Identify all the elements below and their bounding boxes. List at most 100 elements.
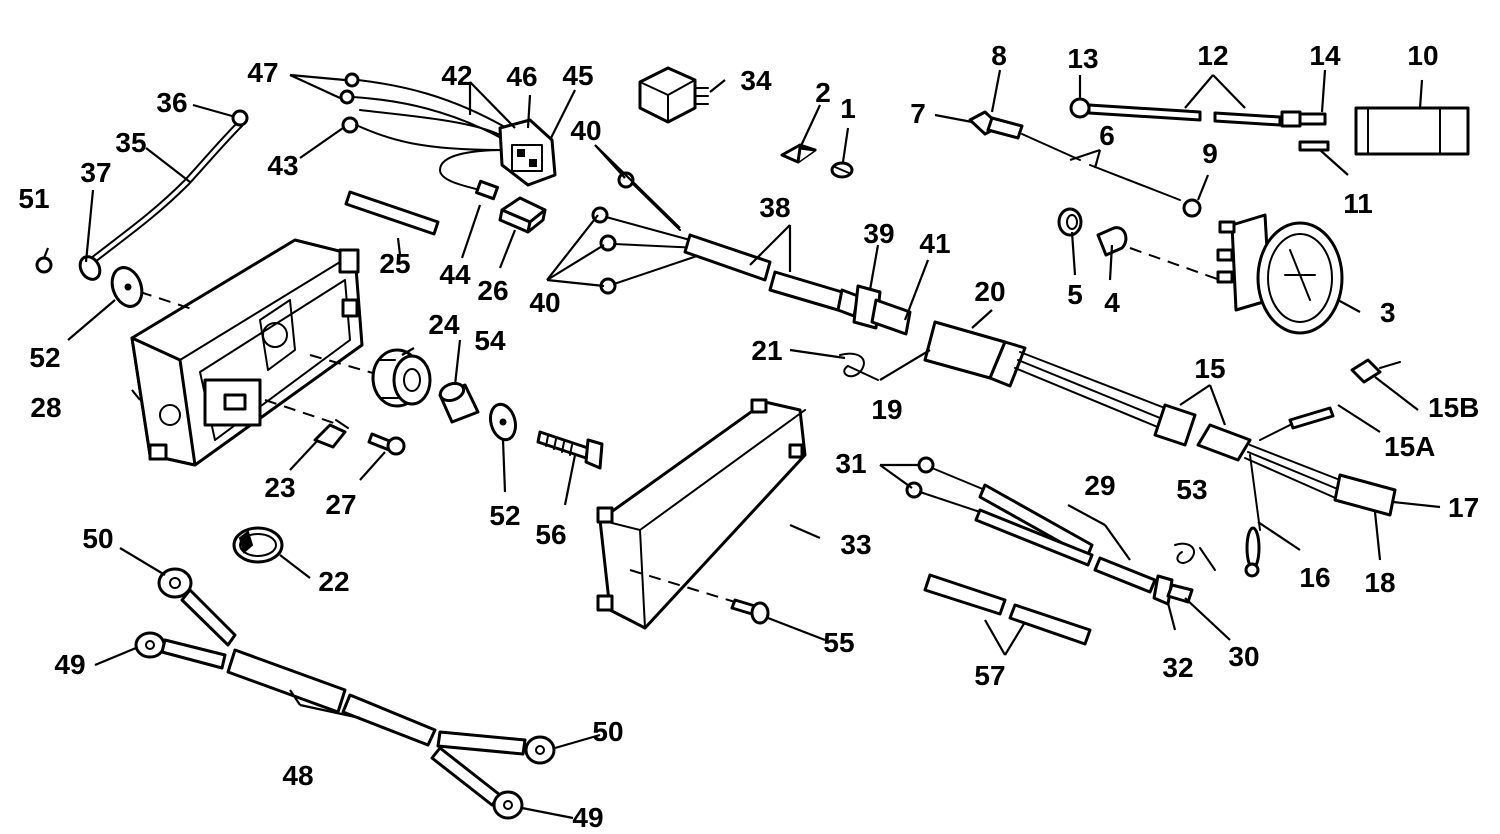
callout-1: 1 — [840, 93, 856, 124]
callout-27: 27 — [325, 489, 356, 520]
clip-21 — [839, 352, 879, 381]
callout-54: 54 — [474, 325, 506, 356]
wiring-harness-42 — [339, 72, 557, 201]
dashed-guide-box-23 — [264, 399, 341, 426]
lead-29 — [905, 456, 1194, 606]
callout-11: 11 — [1343, 188, 1373, 219]
dashed-guide-box-24 — [309, 354, 381, 376]
callout-18: 18 — [1364, 567, 1395, 598]
module-33 — [596, 398, 807, 630]
main-harness-20 — [923, 320, 1401, 578]
callout-3: 3 — [1380, 297, 1396, 328]
callout-29: 29 — [1084, 470, 1115, 501]
callout-labels: 1 2 3 4 5 6 7 8 9 10 11 12 13 14 15 15A … — [18, 40, 1479, 833]
washer-52-right — [489, 402, 517, 442]
clamp-22 — [232, 526, 284, 564]
callout-17: 17 — [1448, 492, 1479, 523]
callout-42: 42 — [441, 60, 472, 91]
callout-5: 5 — [1067, 279, 1083, 310]
callout-40-upper: 40 — [570, 115, 601, 146]
callout-7: 7 — [910, 98, 926, 129]
callout-31: 31 — [835, 448, 866, 479]
relay-34 — [638, 66, 709, 124]
callout-26: 26 — [477, 275, 508, 306]
callout-57: 57 — [974, 660, 1005, 691]
screw-27 — [367, 432, 406, 456]
callout-56: 56 — [535, 519, 566, 550]
callout-40-lower: 40 — [529, 287, 560, 318]
callout-53: 53 — [1176, 474, 1207, 505]
callout-52-left: 52 — [29, 342, 60, 373]
connector-10 — [1354, 106, 1470, 156]
callout-22: 22 — [318, 566, 349, 597]
callout-51: 51 — [18, 183, 49, 214]
callout-49-left: 49 — [54, 649, 85, 680]
electrical-box-28 — [130, 238, 364, 467]
gauge-3 — [1216, 213, 1344, 335]
bolt-56 — [536, 430, 604, 470]
grommet-24 — [371, 348, 432, 408]
callout-50-right: 50 — [592, 716, 623, 747]
callout-2: 2 — [815, 77, 831, 108]
callout-19: 19 — [871, 394, 902, 425]
callout-25: 25 — [379, 248, 410, 279]
callout-30: 30 — [1228, 641, 1259, 672]
dashed-guide-33-55 — [629, 569, 736, 603]
screw-1 — [830, 161, 854, 179]
callout-38: 38 — [759, 192, 790, 223]
callout-9: 9 — [1202, 138, 1218, 169]
dashed-guide-52-box — [139, 291, 196, 311]
callout-6: 6 — [1099, 120, 1115, 151]
bulb-4 — [1096, 226, 1128, 257]
callout-21: 21 — [751, 335, 782, 366]
callout-52-right: 52 — [489, 500, 520, 531]
callout-50-left: 50 — [82, 523, 113, 554]
callout-12: 12 — [1197, 40, 1228, 71]
callout-15B: 15B — [1428, 392, 1479, 423]
callout-35: 35 — [115, 127, 146, 158]
callout-24: 24 — [428, 309, 460, 340]
washer-52-left — [110, 266, 144, 308]
pin-11 — [1298, 140, 1330, 152]
screw-55 — [730, 598, 770, 625]
clip-23 — [313, 419, 349, 449]
callout-43: 43 — [267, 150, 298, 181]
callout-20: 20 — [974, 276, 1005, 307]
callout-23: 23 — [264, 472, 295, 503]
lead-6 — [968, 110, 1202, 218]
callout-15A: 15A — [1384, 431, 1435, 462]
callout-46: 46 — [506, 61, 537, 92]
callout-44: 44 — [439, 259, 471, 290]
callout-36: 36 — [156, 87, 187, 118]
callout-33: 33 — [840, 529, 871, 560]
battery-cable-48 — [134, 567, 556, 820]
callout-13: 13 — [1067, 43, 1098, 74]
callout-14: 14 — [1309, 40, 1341, 71]
callout-55: 55 — [823, 627, 854, 658]
lead-12 — [1069, 97, 1327, 128]
nut-51 — [35, 256, 53, 274]
socket-5 — [1057, 207, 1083, 237]
callout-37: 37 — [80, 157, 111, 188]
callout-10: 10 — [1407, 40, 1438, 71]
callout-15: 15 — [1194, 353, 1225, 384]
wiring-harness-38 — [591, 171, 912, 336]
callout-8: 8 — [991, 40, 1007, 71]
callout-4: 4 — [1104, 287, 1120, 318]
ground-strap-35 — [78, 109, 249, 281]
callout-47: 47 — [247, 57, 278, 88]
callout-16: 16 — [1299, 562, 1330, 593]
callout-45: 45 — [562, 60, 593, 91]
dashed-guide-4-3 — [1129, 247, 1221, 281]
callout-41: 41 — [919, 228, 950, 259]
connector-block-26 — [498, 196, 547, 234]
callout-49-right: 49 — [572, 802, 603, 833]
callout-39: 39 — [863, 218, 894, 249]
callout-34: 34 — [740, 65, 772, 96]
sleeve-25 — [344, 190, 440, 236]
callout-48: 48 — [282, 760, 313, 791]
clip-53 — [1174, 542, 1216, 571]
spacer-54 — [438, 381, 480, 424]
clip-2 — [780, 143, 817, 164]
